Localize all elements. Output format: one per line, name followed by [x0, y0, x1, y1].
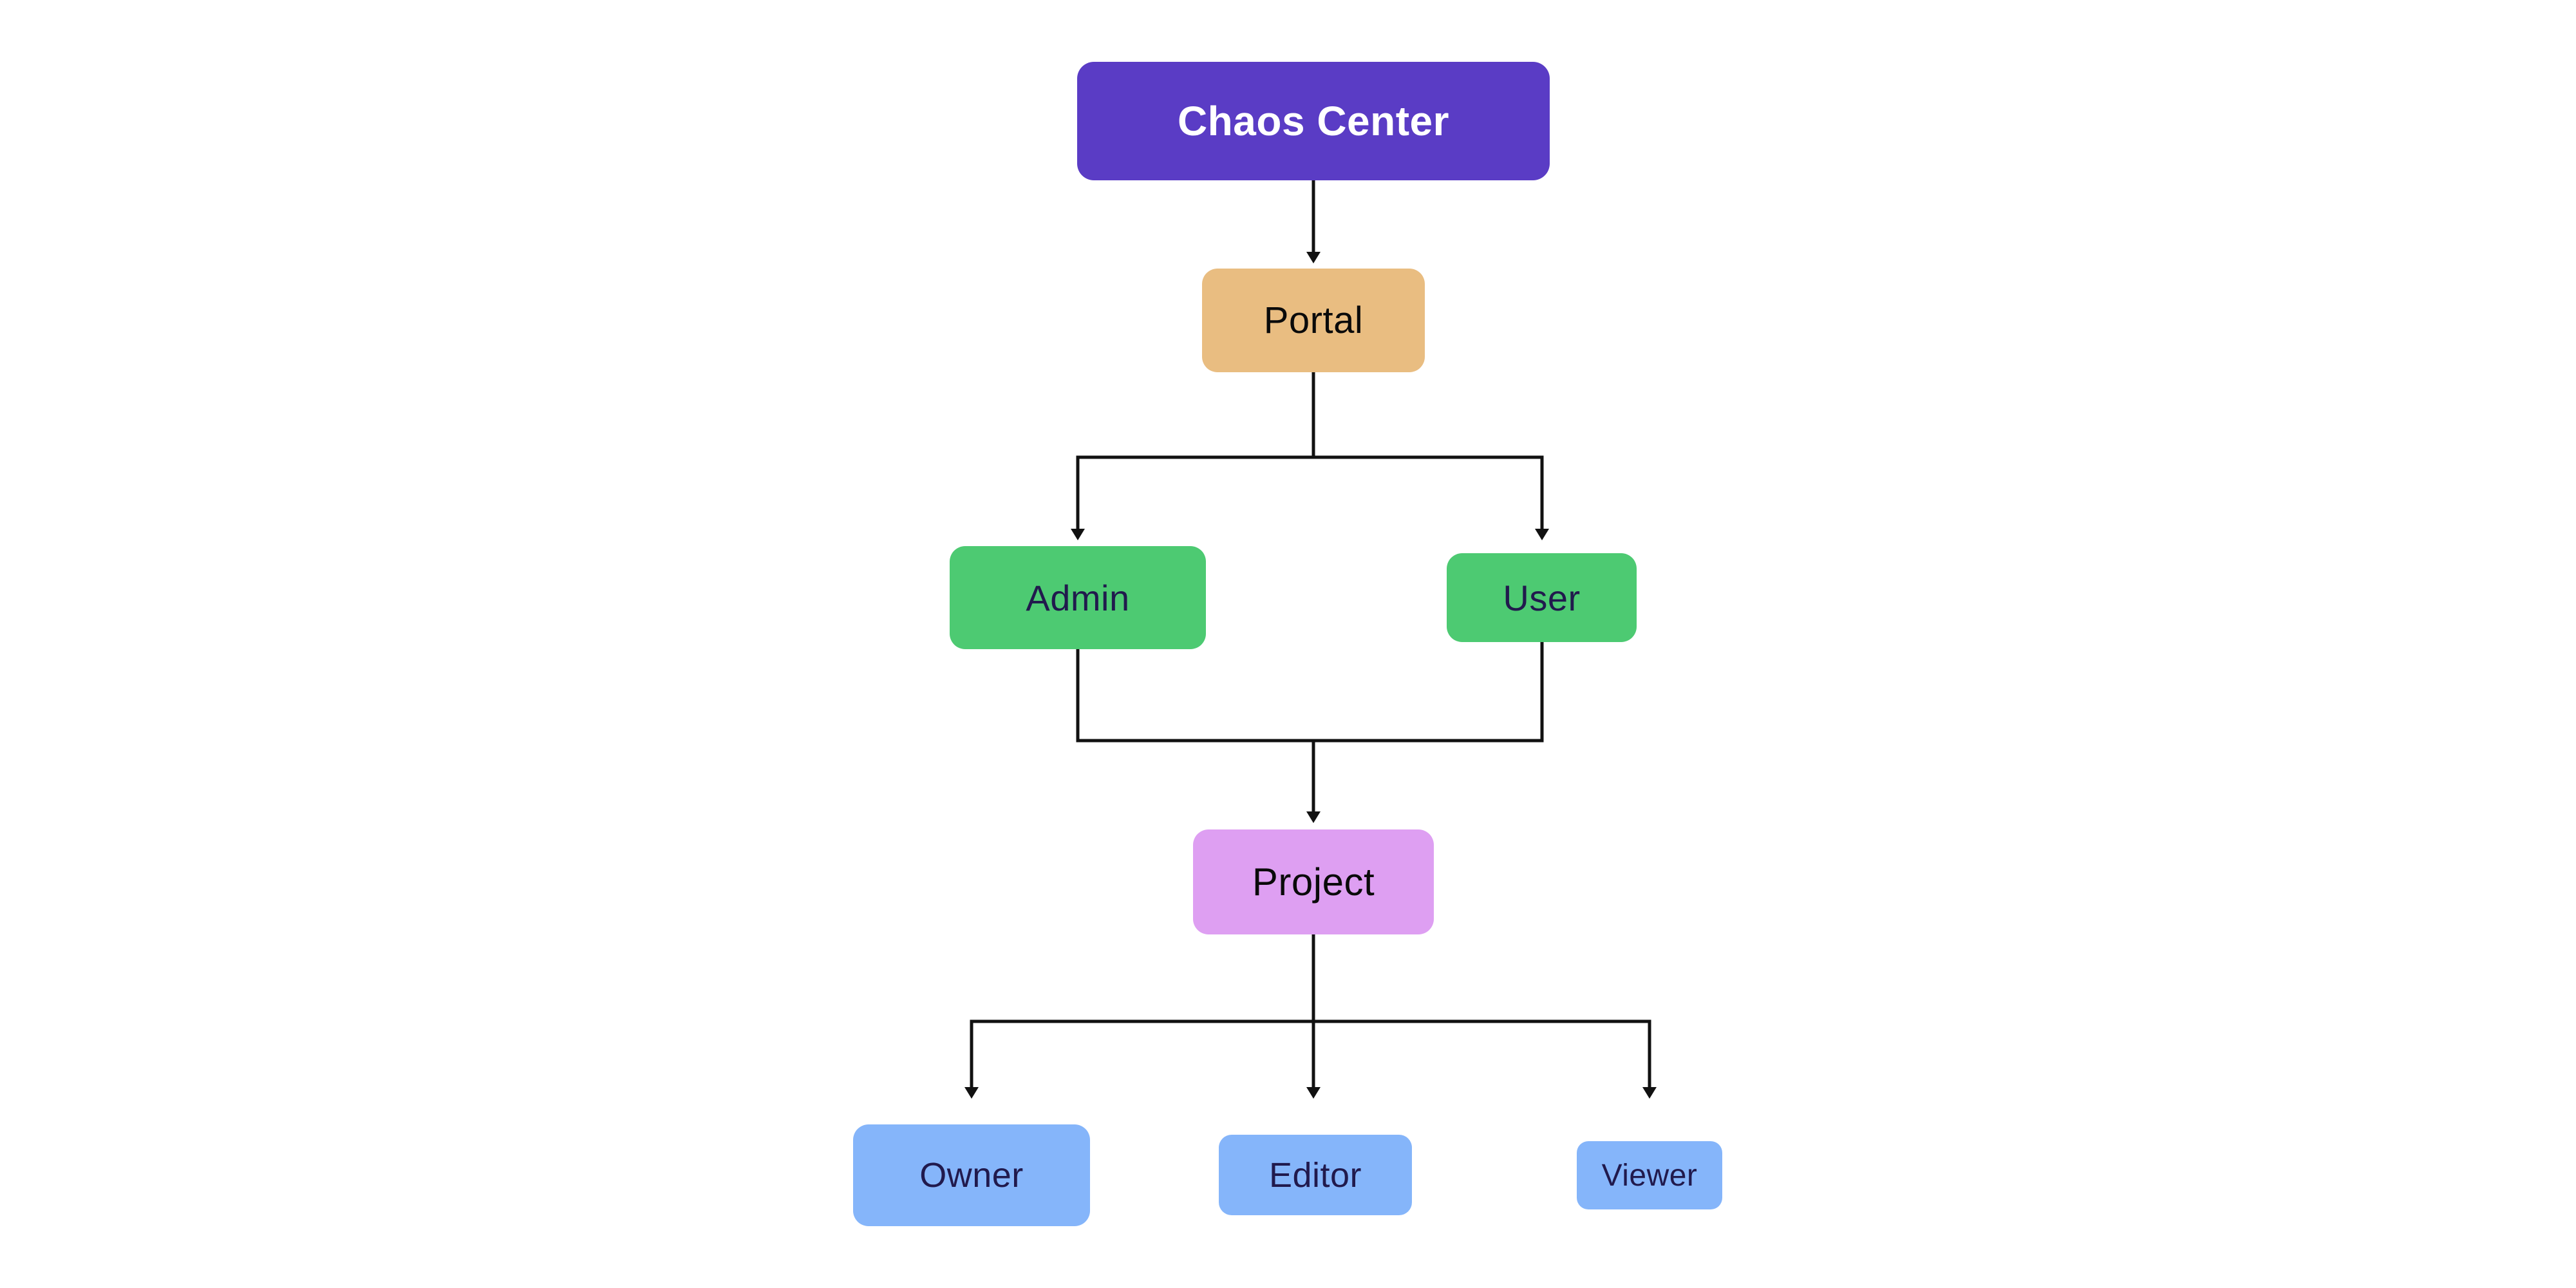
node-chaos-center-label: Chaos Center: [1177, 98, 1450, 144]
node-portal: Portal: [1202, 269, 1425, 372]
arrowhead-into-viewer: [1642, 1087, 1657, 1099]
node-project-label: Project: [1252, 860, 1375, 904]
node-viewer-label: Viewer: [1601, 1158, 1698, 1193]
arrowhead-into-admin: [1071, 529, 1085, 540]
node-chaos-center: Chaos Center: [1077, 62, 1550, 180]
arrowhead-into-portal: [1306, 252, 1321, 263]
node-user-label: User: [1503, 577, 1581, 618]
node-viewer: Viewer: [1577, 1141, 1722, 1209]
arrowhead-into-owner: [964, 1087, 979, 1099]
node-admin: Admin: [950, 546, 1206, 649]
edge-project-split-rail: [970, 1019, 1651, 1088]
arrowhead-into-project: [1306, 811, 1321, 823]
arrowhead-into-user: [1535, 529, 1549, 540]
node-user: User: [1447, 553, 1637, 642]
edge-adminuser-merge-rail: [1076, 642, 1544, 743]
node-editor: Editor: [1219, 1135, 1412, 1215]
node-admin-label: Admin: [1026, 577, 1130, 618]
edge-portal-split-rail: [1076, 455, 1544, 529]
arrowhead-into-editor: [1306, 1087, 1321, 1099]
node-owner: Owner: [853, 1124, 1090, 1226]
node-editor-label: Editor: [1268, 1155, 1362, 1195]
node-portal-label: Portal: [1263, 299, 1364, 341]
node-owner-label: Owner: [919, 1156, 1024, 1195]
node-project: Project: [1193, 829, 1434, 934]
